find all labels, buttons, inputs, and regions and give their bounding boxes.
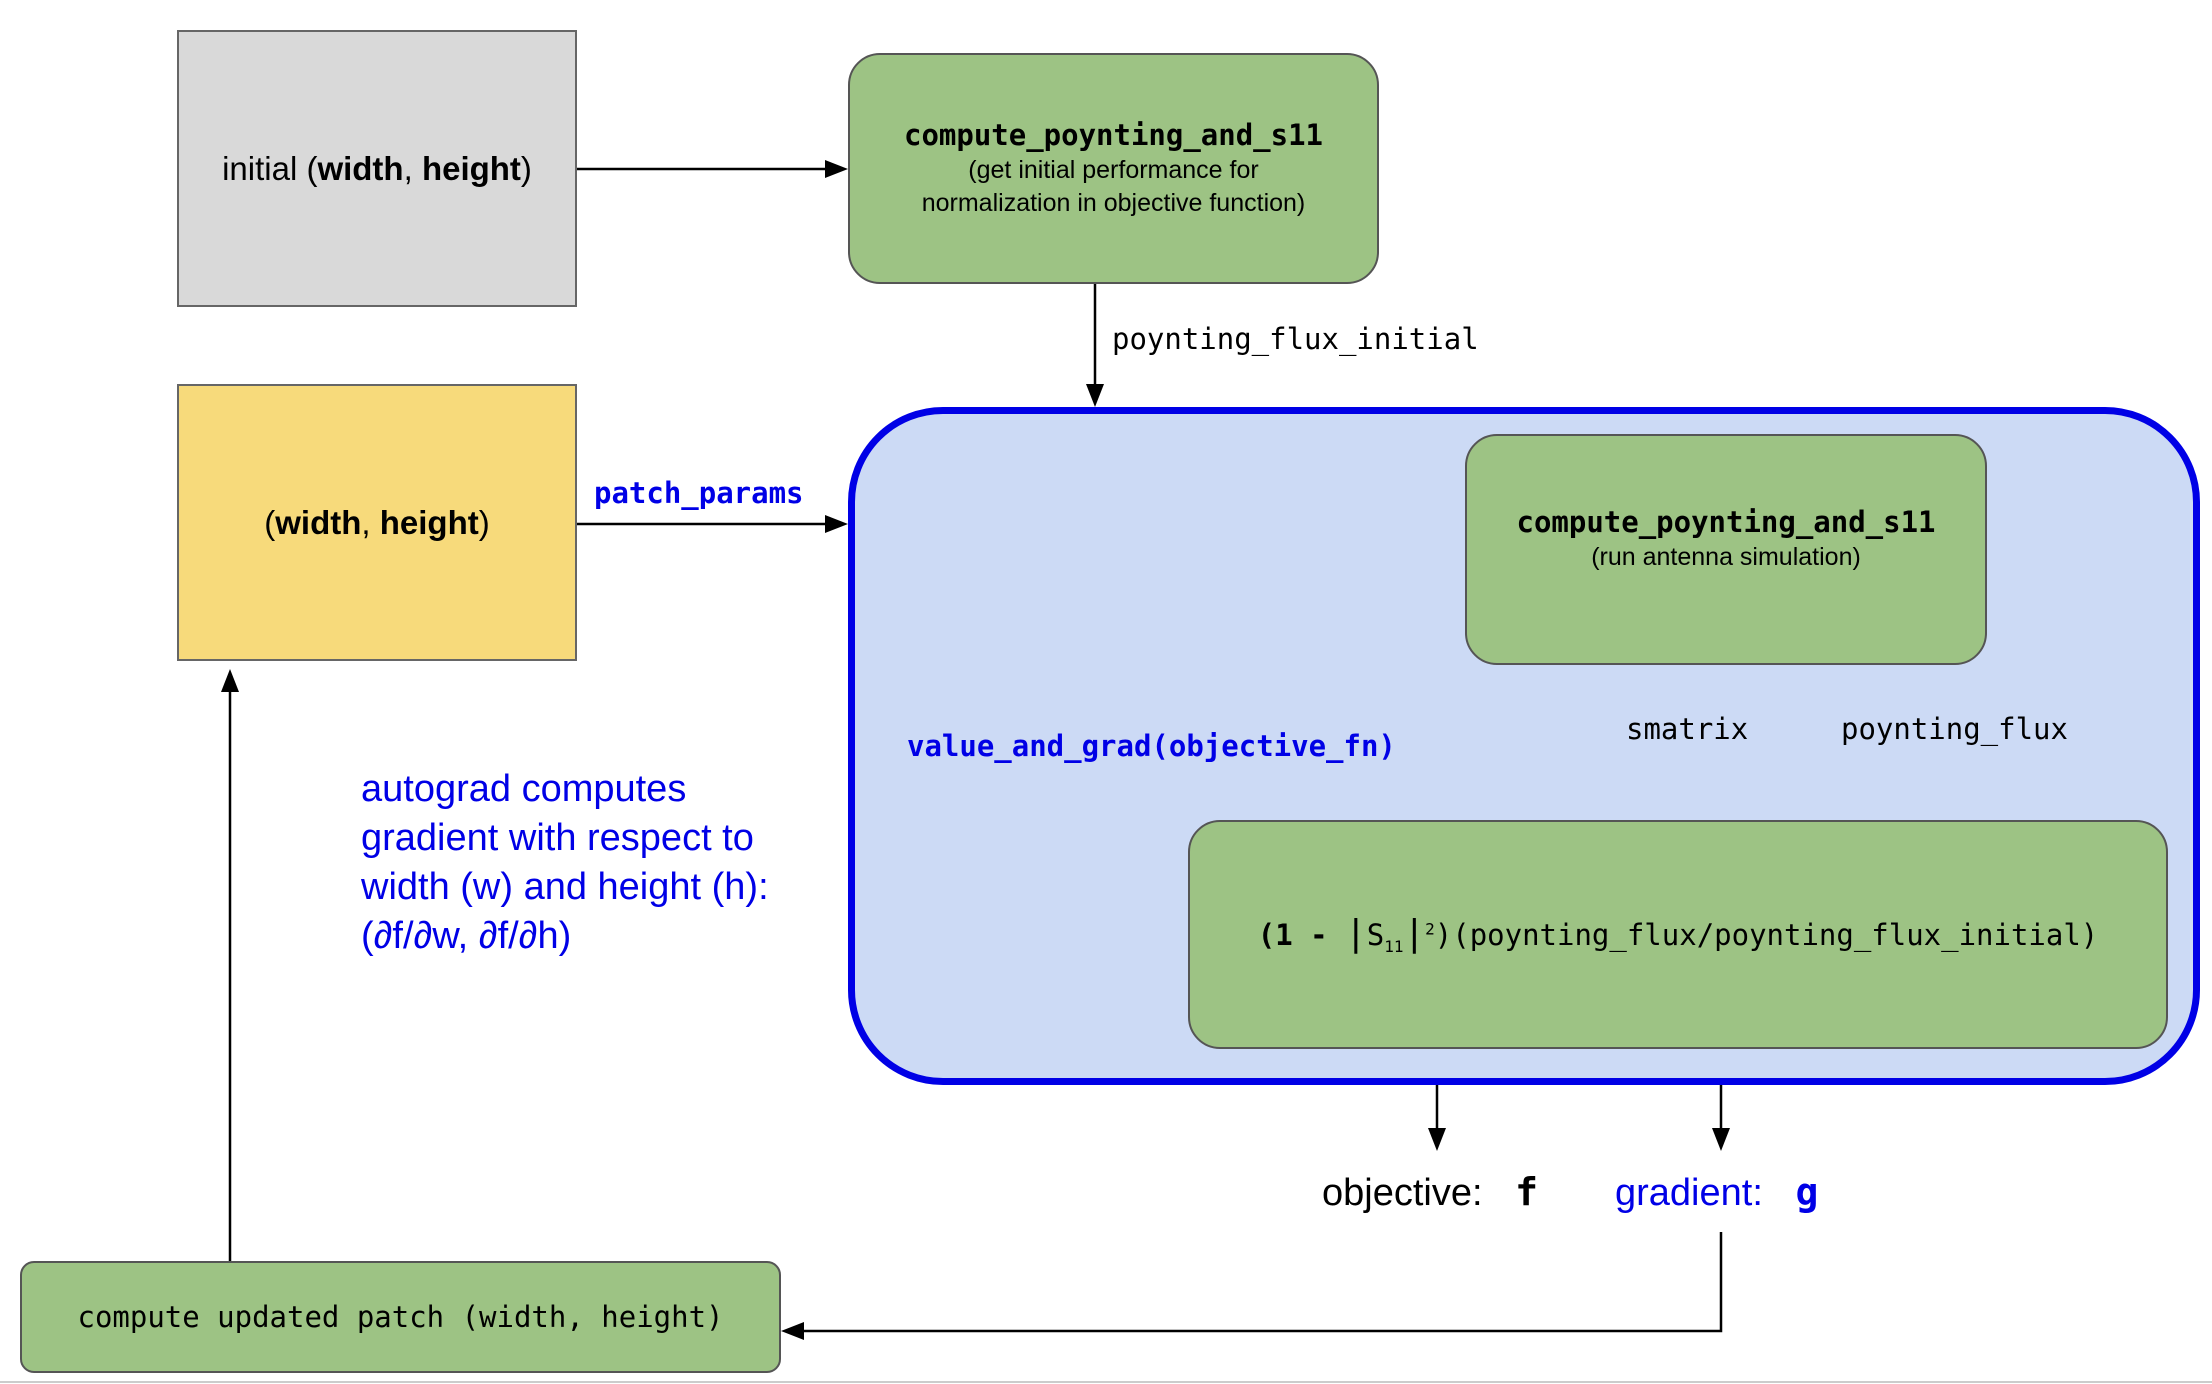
- formula-open: (1 -: [1257, 918, 1346, 953]
- arrow-gradient-to-update: [781, 1232, 1723, 1340]
- formula-s: S: [1366, 918, 1385, 953]
- gradient-output-symbol: g: [1795, 1170, 1819, 1214]
- edge-label-poynting-flux-initial: poynting_flux_initial: [1112, 322, 1479, 356]
- gradient-output-label: gradient:: [1615, 1172, 1763, 1214]
- params-prefix: (: [264, 503, 276, 541]
- params-sep: ,: [361, 503, 380, 541]
- formula-abs-open: |: [1345, 913, 1367, 955]
- arrow-initial-to-compute: [577, 160, 848, 178]
- edge-label-poynting-flux: poynting_flux: [1841, 712, 2068, 746]
- initial-compute-box: compute_poynting_and_s11 (get initial pe…: [848, 53, 1379, 284]
- objective-output-symbol: f: [1515, 1170, 1538, 1214]
- params-height: height: [379, 503, 479, 541]
- edge-label-smatrix: smatrix: [1626, 712, 1749, 746]
- autograd-note: autograd computes gradient with respect …: [361, 765, 769, 961]
- initial-height: height: [421, 149, 521, 187]
- arrow-flux-initial: [1086, 284, 1104, 407]
- params-suffix: ): [478, 503, 490, 541]
- initial-params-text: initial (width, height): [222, 150, 532, 188]
- patch-params-text: (width, height): [264, 504, 489, 542]
- simulation-compute-box: compute_poynting_and_s11 (run antenna si…: [1465, 434, 1987, 665]
- patch-params-box: (width, height): [177, 384, 577, 661]
- arrow-update-to-params: [221, 669, 239, 1261]
- initial-params-box: initial (width, height): [177, 30, 577, 307]
- autograd-note-line2: gradient with respect to: [361, 817, 754, 859]
- initial-compute-line2: normalization in objective function): [921, 188, 1306, 217]
- objective-function-box: (1 - |S11|2)(poynting_flux/poynting_flux…: [1188, 820, 2168, 1049]
- autograd-note-line3: width (w) and height (h):: [361, 866, 769, 908]
- initial-width: width: [317, 149, 404, 187]
- initial-compute-line1: (get initial performance for: [968, 155, 1259, 184]
- initial-sep: ,: [403, 149, 422, 187]
- objective-output-label: objective:: [1322, 1172, 1483, 1214]
- formula-abs-close: |: [1403, 913, 1426, 955]
- value-and-grad-label: value_and_grad(objective_fn): [907, 729, 1396, 763]
- simulation-compute-title: compute_poynting_and_s11: [1516, 505, 1936, 539]
- objective-function-formula: (1 - |S11|2)(poynting_flux/poynting_flux…: [1258, 913, 2099, 956]
- formula-rest: )(poynting_flux/poynting_flux_initial): [1434, 918, 2099, 953]
- update-patch-box: compute updated patch (width, height): [20, 1261, 781, 1373]
- formula-sup: 2: [1425, 919, 1435, 939]
- edge-label-patch-params: patch_params: [594, 476, 804, 510]
- initial-suffix: ): [520, 149, 532, 187]
- arrow-patch-params: [577, 515, 848, 533]
- autograd-note-line1: autograd computes: [361, 768, 687, 810]
- formula-sub: 11: [1384, 936, 1404, 956]
- initial-compute-title: compute_poynting_and_s11: [903, 117, 1324, 152]
- gradient-output: gradient: g: [1615, 1170, 1818, 1215]
- simulation-compute-line1: (run antenna simulation): [1591, 543, 1861, 571]
- objective-output: objective: f: [1322, 1170, 1538, 1215]
- update-patch-label: compute updated patch (width, height): [77, 1300, 724, 1334]
- params-width: width: [275, 503, 362, 541]
- autograd-note-line4: (∂f/∂w, ∂f/∂h): [361, 915, 572, 957]
- initial-prefix: initial (: [222, 149, 318, 187]
